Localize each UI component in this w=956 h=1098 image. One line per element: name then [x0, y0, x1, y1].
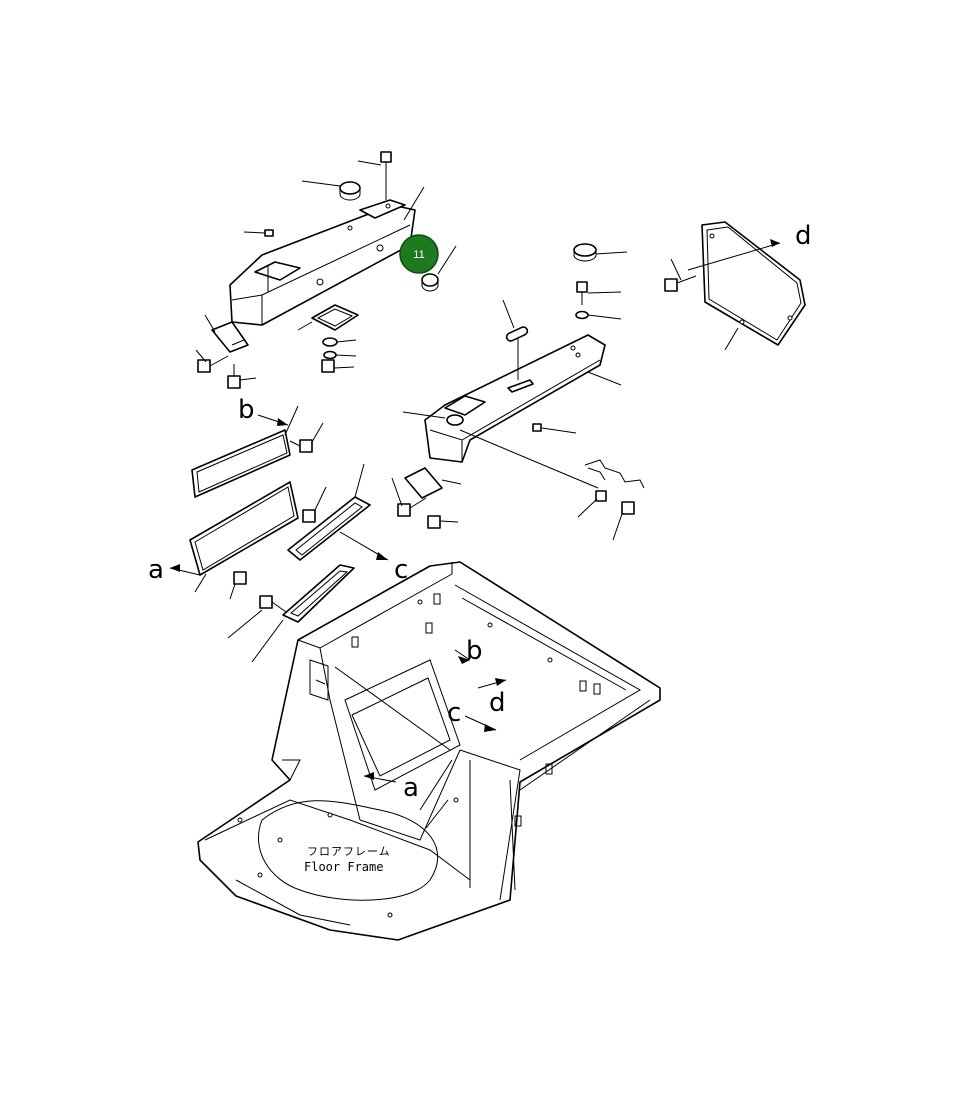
ref-letter-d-upper: d: [795, 221, 812, 251]
floor-frame-label-en: Floor Frame: [304, 860, 383, 874]
leader-lines-top-left: [403, 186, 457, 275]
panel-a: [169, 481, 327, 600]
ref-letter-b-upper: b: [238, 395, 255, 425]
bracket-right: [391, 467, 462, 529]
grommet-right: [502, 299, 529, 380]
plug-cap-right: [573, 243, 628, 262]
ref-letter-c-lower: c: [447, 698, 461, 728]
floor-frame: [197, 561, 661, 941]
ref-letter-b-lower: b: [466, 636, 483, 666]
bracket-left: [204, 314, 249, 353]
plug-cap-top-left: [301, 180, 361, 201]
cover-plate-square: [297, 304, 359, 331]
callout-number: 11: [413, 249, 424, 261]
panel-b: [191, 405, 324, 498]
washers-left: [321, 337, 357, 373]
bolt-right: [575, 281, 622, 320]
rod-bracket-right: [577, 459, 645, 541]
left-console-cover: [229, 199, 416, 326]
right-console-cover: [424, 334, 606, 463]
gasket-lower: [227, 564, 355, 663]
ref-letter-a-upper: a: [148, 555, 164, 585]
small-clips-left: [243, 229, 274, 292]
side-panel-d: [664, 221, 806, 351]
bolt-top-left: [357, 151, 392, 200]
ref-letter-c-upper: c: [394, 555, 408, 585]
callout-badge[interactable]: 11: [399, 234, 439, 274]
leader-lines-right: [402, 371, 622, 489]
floor-frame-label-jp: フロアフレーム: [307, 845, 391, 858]
bolt-pair-left: [195, 349, 257, 389]
ref-letter-a-lower: a: [403, 773, 419, 803]
knob-part: [421, 273, 439, 292]
ref-letter-d-lower: d: [489, 688, 506, 718]
gasket-c: [287, 463, 389, 561]
